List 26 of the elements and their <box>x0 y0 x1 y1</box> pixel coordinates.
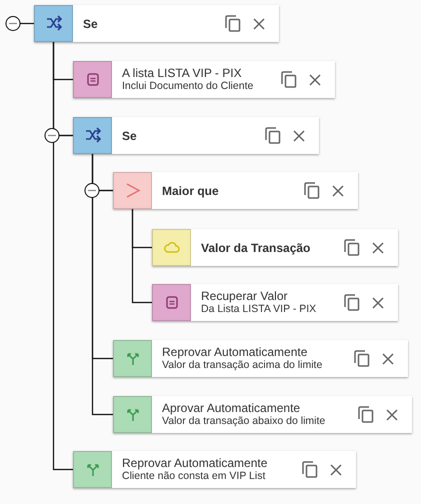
rule-card <box>73 117 319 154</box>
rule-title: Maior que <box>162 184 220 198</box>
rule-card <box>113 396 412 433</box>
rule-description: Inclui Documento do Cliente <box>122 80 254 93</box>
rule-card <box>73 61 335 98</box>
rule-description: Valor da transação acima do limite <box>162 359 324 372</box>
rule-card <box>152 229 398 266</box>
rule-description: Valor da transação abaixo do limite <box>162 415 326 428</box>
connector-line <box>132 209 152 304</box>
rule-card <box>152 284 398 321</box>
rule-description: Cliente não consta em VIP List <box>122 470 266 483</box>
rule-card <box>73 451 356 488</box>
rule-title: Aprovar Automaticamente <box>162 401 302 415</box>
rule-title: Reprovar Automaticamente <box>122 456 268 470</box>
rule-title: Valor da Transação <box>201 240 312 254</box>
connector-line <box>92 154 113 416</box>
rule-title: Recuperar Valor <box>201 289 288 303</box>
rule-card <box>113 172 358 209</box>
rule-title: Reprovar Automaticamente <box>162 345 308 359</box>
rule-title: Se <box>122 128 138 142</box>
rule-card <box>34 5 279 42</box>
connector-line <box>52 42 73 470</box>
rule-description: Da Lista LISTA VIP - PIX <box>201 303 318 316</box>
rule-title: Se <box>83 16 99 30</box>
rule-card <box>113 340 408 377</box>
rule-title: A lista LISTA VIP - PIX <box>122 66 243 80</box>
